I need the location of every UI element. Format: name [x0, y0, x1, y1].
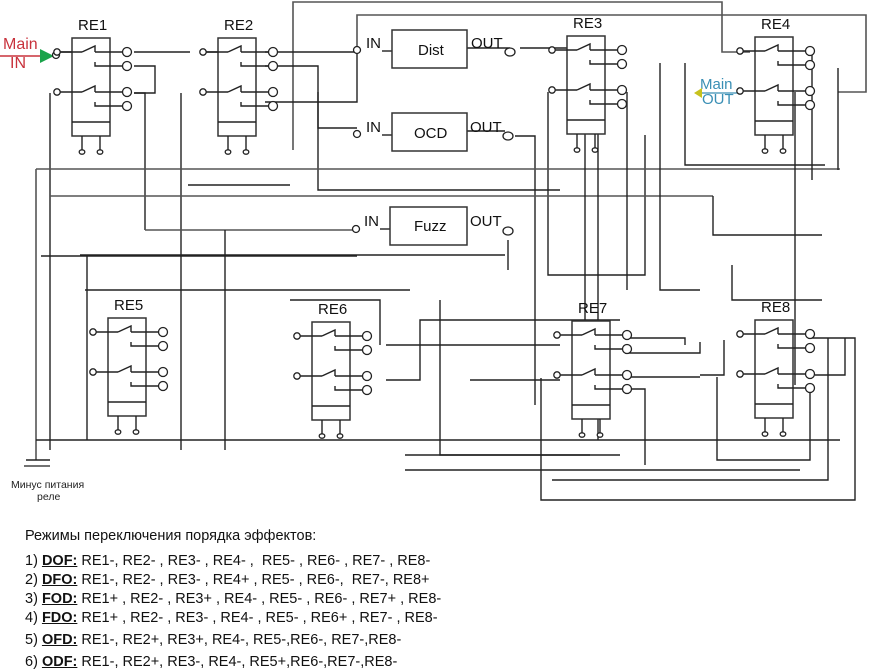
mode-code: ODF: [41, 654, 78, 670]
relay-label: RE6 [318, 301, 347, 318]
relay-3: RE3 [548, 15, 628, 153]
svg-text:реле: реле [37, 491, 60, 503]
relay-label: RE1 [78, 17, 107, 34]
svg-text:IN: IN [364, 213, 379, 230]
svg-text:Dist: Dist [418, 42, 445, 59]
svg-text:Минус питания: Минус питания [11, 479, 84, 491]
mode-row: 6) ODF: RE1-, RE2+, RE3-, RE4-, RE5+,RE6… [25, 653, 441, 672]
relay-label: RE5 [114, 297, 143, 314]
mode-number: 4) [25, 610, 38, 626]
main-in: Main IN [0, 36, 61, 72]
mode-number: 5) [25, 632, 38, 648]
effect-dist: IN Dist OUT [352, 29, 516, 69]
svg-text:OUT: OUT [470, 119, 502, 136]
main-out: Main OUT [694, 76, 740, 108]
relay-label: RE8 [761, 299, 790, 316]
ground-symbol: Минус питания реле [11, 465, 84, 503]
mode-relay-states: RE1-, RE2- , RE3- , RE4+ , RE5- , RE6-, … [77, 572, 430, 588]
mode-relay-states: RE1-, RE2+, RE3+, RE4-, RE5-,RE6-, RE7-,… [77, 632, 402, 648]
mode-row: 4) FDO: RE1+ , RE2- , RE3- , RE4- , RE5-… [25, 609, 441, 628]
mode-row: 3) FOD: RE1+ , RE2- , RE3+ , RE4- , RE5-… [25, 590, 441, 609]
main-out-arrow-icon [694, 88, 702, 98]
mode-number: 6) [25, 654, 38, 670]
relay-schematic: Main IN Main OUT IN Dist OUT IN OCD OUT … [0, 1, 867, 503]
mode-relay-states: RE1-, RE2+, RE3-, RE4-, RE5+,RE6-,RE7-,R… [77, 654, 398, 670]
svg-text:IN: IN [366, 35, 381, 52]
svg-text:IN: IN [10, 55, 26, 72]
mode-code: FOD: [41, 591, 78, 607]
relay-label: RE7 [578, 300, 607, 317]
relay-label: RE2 [224, 17, 253, 34]
mode-code: FDO: [41, 610, 78, 626]
mode-row: 2) DFO: RE1-, RE2- , RE3- , RE4+ , RE5- … [25, 571, 441, 590]
switching-modes: Режимы переключения порядка эффектов: 1)… [25, 527, 441, 672]
relay-label: RE4 [761, 16, 790, 33]
relay-6: RE6 [293, 301, 373, 439]
mode-relay-states: RE1+ , RE2- , RE3- , RE4- , RE5- , RE6+ … [77, 610, 438, 626]
relay-label: RE3 [573, 15, 602, 32]
mode-number: 2) [25, 572, 38, 588]
mode-code: DOF: [41, 553, 78, 569]
mode-relay-states: RE1-, RE2- , RE3- , RE4- , RE5- , RE6- ,… [77, 553, 431, 569]
svg-text:Main: Main [3, 36, 38, 53]
mode-number: 3) [25, 591, 38, 607]
svg-text:Fuzz: Fuzz [414, 218, 447, 235]
relay-8: RE8 [736, 299, 816, 437]
svg-text:OUT: OUT [702, 91, 734, 108]
svg-text:OCD: OCD [414, 125, 448, 142]
mode-row: 1) DOF: RE1-, RE2- , RE3- , RE4- , RE5- … [25, 552, 441, 571]
wiring [26, 1, 867, 501]
mode-code: OFD: [41, 632, 78, 648]
mode-relay-states: RE1+ , RE2- , RE3+ , RE4- , RE5- , RE6- … [77, 591, 442, 607]
svg-text:Main: Main [700, 76, 733, 93]
svg-text:OUT: OUT [470, 213, 502, 230]
relay-7: RE7 [553, 300, 633, 438]
effect-fuzz: IN Fuzz OUT [351, 206, 514, 246]
mode-code: DFO: [41, 572, 78, 588]
relay-1: RE1 [53, 17, 133, 155]
relay-4: RE4 [736, 16, 816, 154]
mode-row: 5) OFD: RE1-, RE2+, RE3+, RE4-, RE5-,RE6… [25, 631, 441, 650]
relay-2: RE2 [199, 17, 279, 155]
modes-title: Режимы переключения порядка эффектов: [25, 528, 317, 544]
svg-text:OUT: OUT [471, 35, 503, 52]
svg-text:IN: IN [366, 119, 381, 136]
effect-ocd: IN OCD OUT [352, 112, 514, 152]
relay-5: RE5 [89, 297, 169, 435]
mode-number: 1) [25, 553, 38, 569]
main-in-arrow-icon [40, 49, 54, 63]
